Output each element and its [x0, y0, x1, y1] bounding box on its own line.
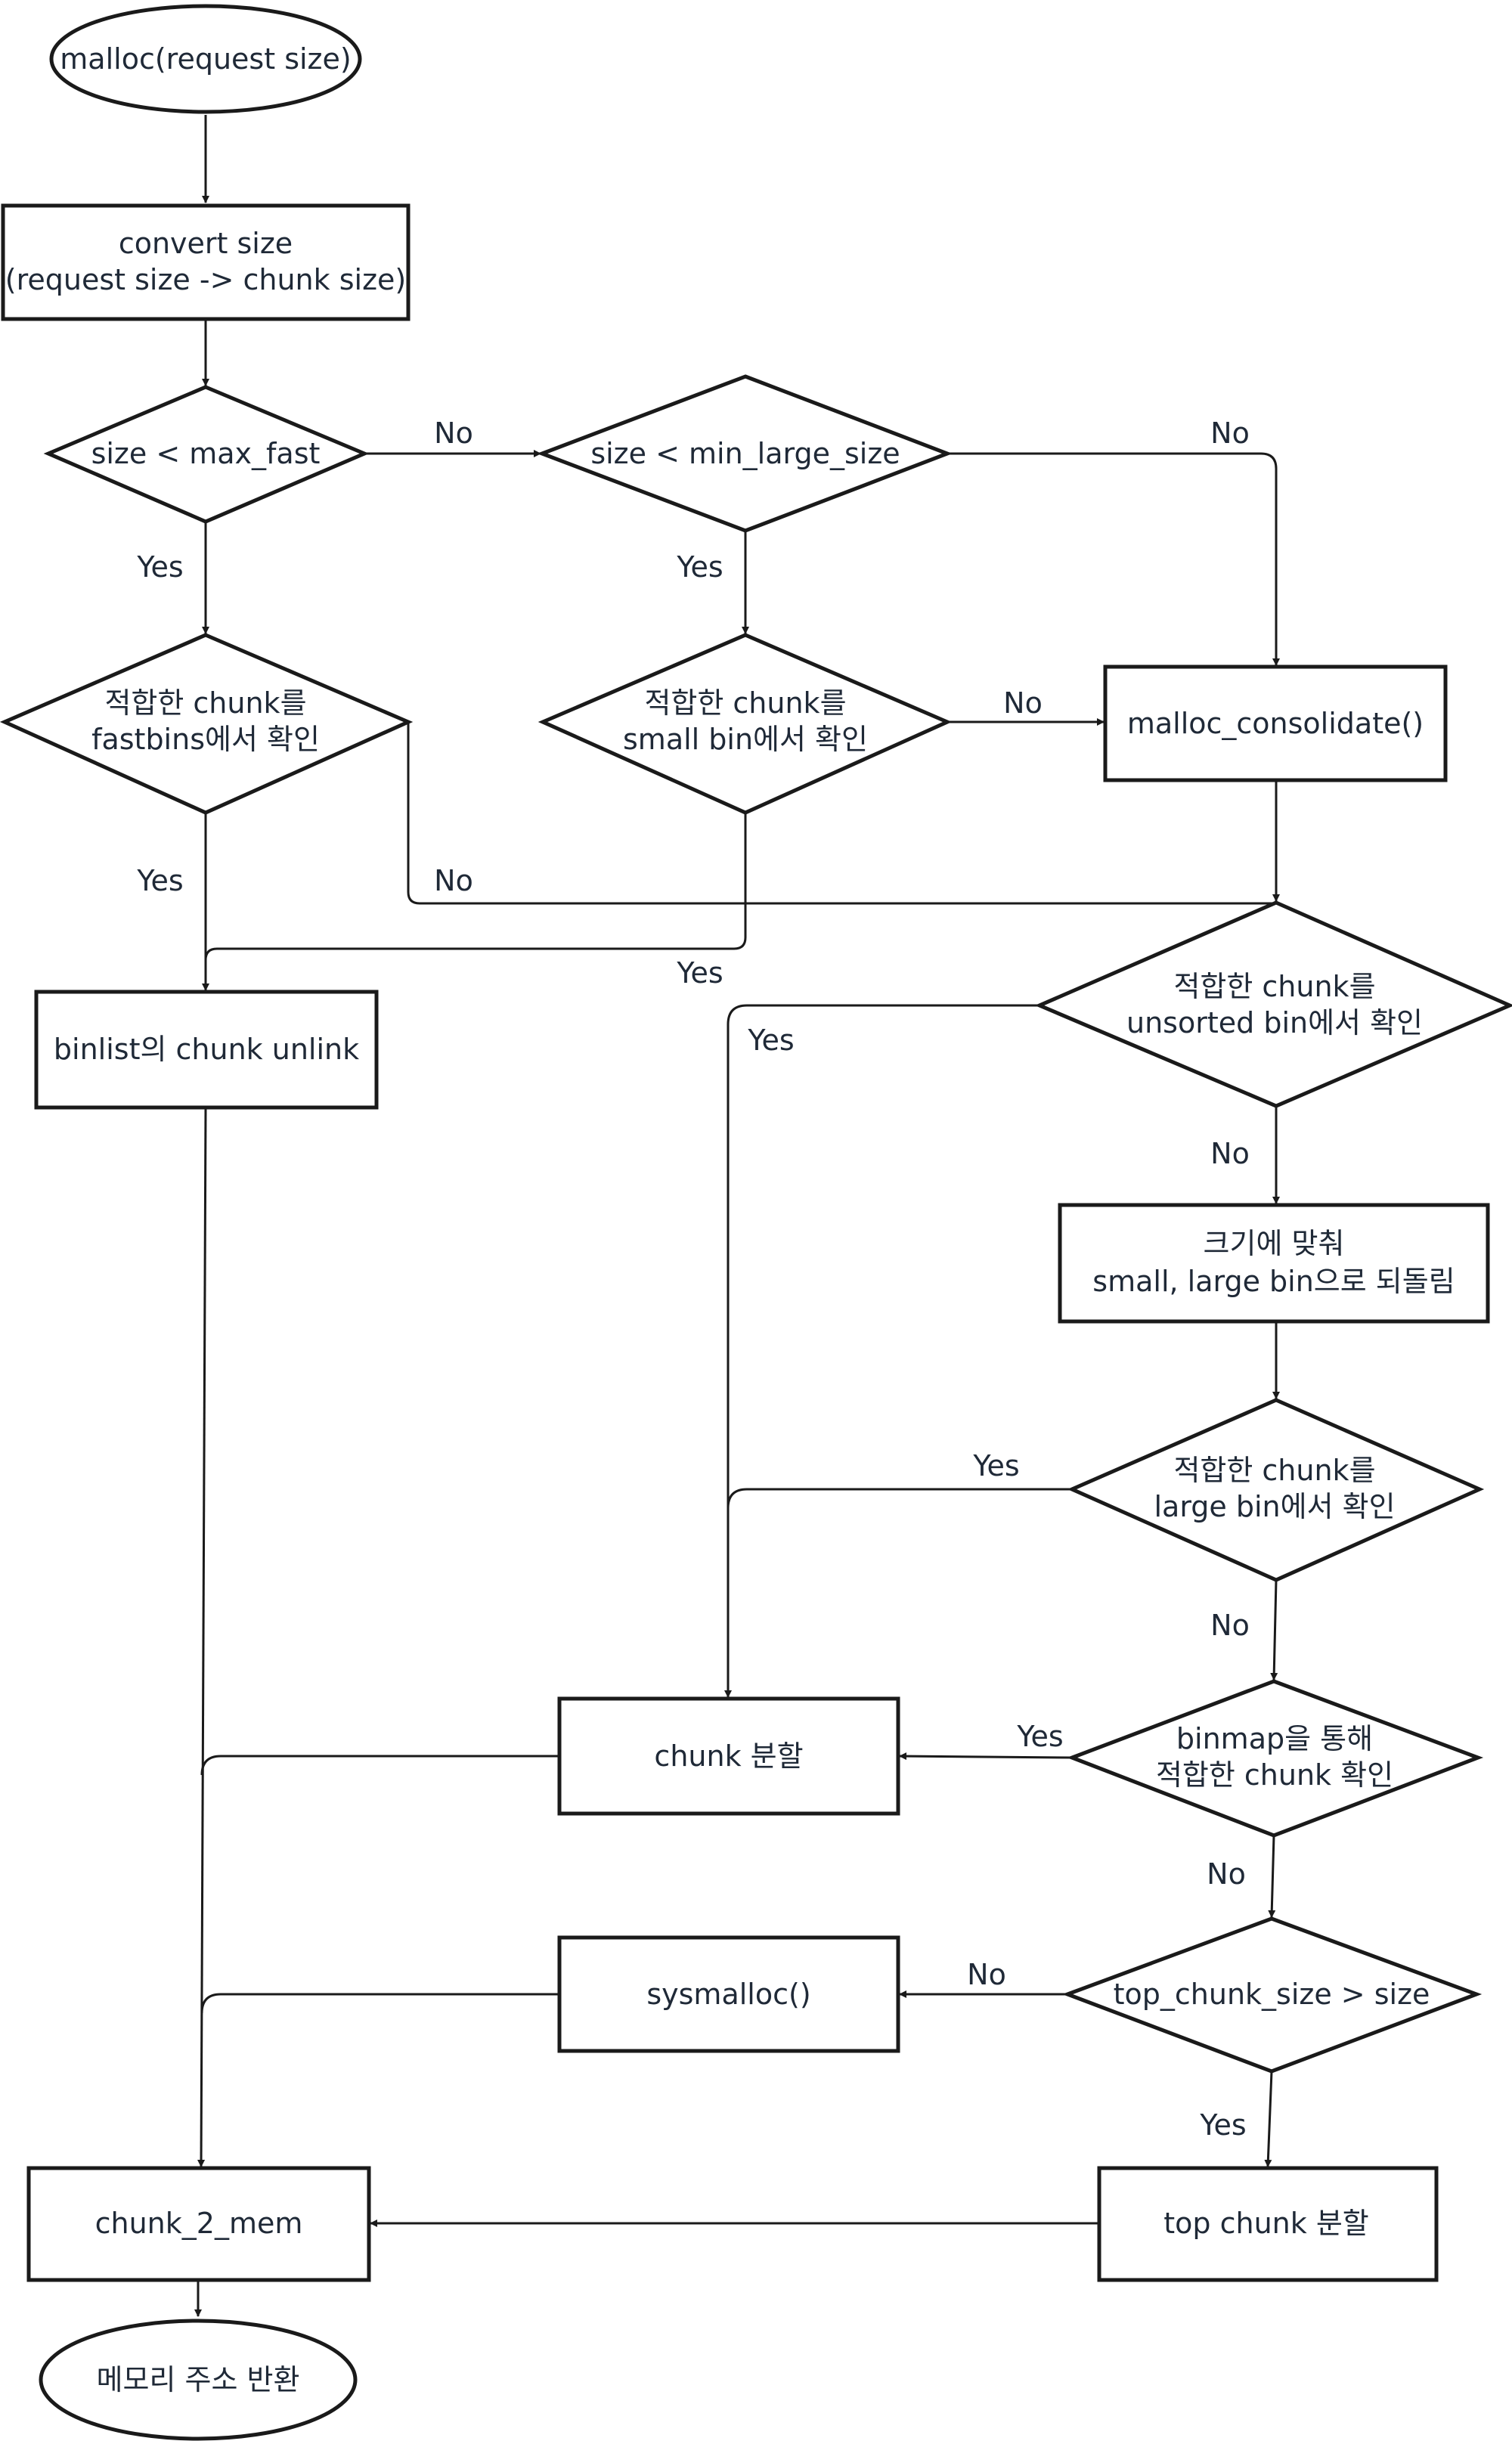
- node-binlist-unlink: binlist의 chunk unlink: [34, 990, 379, 1110]
- decision-max-fast: size < max_fast: [43, 385, 370, 524]
- edge-labels: No Yes No Yes Yes No No Yes Yes No Yes N…: [136, 417, 1250, 2142]
- edge-minlarge-no: [947, 452, 1280, 666]
- node-return-to-bins-line1: 크기에 맞춰: [1204, 1227, 1345, 1260]
- edge-label-small-yes: Yes: [676, 956, 723, 990]
- edge-label-fastbins-yes: Yes: [136, 864, 183, 897]
- decision-binmap-line2: 적합한 chunk 확인: [1156, 1758, 1393, 1792]
- edge-unsorted-yes: [724, 1004, 1040, 1698]
- node-start-label: malloc(request size): [60, 42, 351, 76]
- edge-fastbins-no: [407, 722, 1272, 905]
- edge-label-min-large-yes: Yes: [676, 550, 723, 584]
- decision-top-chunk-size: top_chunk_size > size: [1061, 1916, 1483, 2074]
- decision-top-chunk-size-label: top_chunk_size > size: [1114, 1978, 1430, 2011]
- node-end: 메모리 주소 반환: [39, 2319, 358, 2441]
- node-convert-size-line1: convert size: [119, 227, 293, 260]
- node-chunk-2-mem-label: chunk_2_mem: [95, 2207, 303, 2240]
- node-end-label: 메모리 주소 반환: [97, 2363, 300, 2396]
- edge-label-binmap-no: No: [1207, 1857, 1246, 1891]
- edge-small-yes: [204, 813, 747, 961]
- node-sysmalloc-label: sysmalloc(): [646, 1978, 810, 2011]
- edge-label-top-yes: Yes: [1199, 2108, 1246, 2142]
- edge-label-binmap-yes: Yes: [1016, 1720, 1063, 1753]
- edge-label-max-fast-no: No: [434, 417, 473, 450]
- edge-binmap-no: [1268, 1835, 1276, 1918]
- edge-unlink-chunk2mem: [197, 1107, 207, 2167]
- node-malloc-consolidate-label: malloc_consolidate(): [1127, 707, 1424, 740]
- decision-max-fast-label: size < max_fast: [91, 437, 321, 470]
- decision-large-bin-line1: 적합한 chunk를: [1173, 1454, 1375, 1487]
- decision-small-bin: 적합한 chunk를 small bin에서 확인: [538, 633, 953, 815]
- edge-label-fastbins-no: No: [434, 864, 473, 897]
- decision-fastbins: 적합한 chunk를 fastbins에서 확인: [0, 633, 414, 815]
- decision-min-large-size: size < min_large_size: [536, 374, 953, 533]
- connectors: [194, 115, 1280, 2317]
- decision-unsorted-bin-line1: 적합한 chunk를: [1173, 970, 1375, 1003]
- decision-small-bin-line1: 적합한 chunk를: [644, 686, 846, 720]
- decision-large-bin-line2: large bin에서 확인: [1154, 1490, 1395, 1523]
- edge-large-yes: [727, 1488, 1072, 1697]
- node-chunk-split: chunk 분할: [557, 1696, 900, 1816]
- decision-small-bin-line2: small bin에서 확인: [623, 723, 868, 756]
- decision-large-bin: 적합한 chunk를 large bin에서 확인: [1067, 1398, 1485, 1582]
- edge-label-top-no: No: [967, 1958, 1006, 1991]
- edge-label-max-fast-yes: Yes: [136, 550, 183, 584]
- decision-min-large-size-label: size < min_large_size: [590, 437, 900, 470]
- decision-unsorted-bin-line2: unsorted bin에서 확인: [1126, 1006, 1423, 1039]
- edge-label-large-no: No: [1210, 1609, 1250, 1642]
- node-return-to-bins-line2: small, large bin으로 되돌림: [1092, 1265, 1455, 1298]
- node-binlist-unlink-label: binlist의 chunk unlink: [54, 1033, 359, 1066]
- node-top-chunk-split-label: top chunk 분할: [1163, 2207, 1369, 2240]
- node-convert-size: convert size (request size -> chunk size…: [1, 203, 411, 321]
- decision-binmap-line1: binmap을 통해: [1176, 1722, 1373, 1755]
- edge-sysmalloc-merge: [200, 1993, 558, 2014]
- edge-split-merge: [200, 1755, 558, 1776]
- node-malloc-consolidate: malloc_consolidate(): [1103, 664, 1448, 782]
- decision-unsorted-bin: 적합한 chunk를 unsorted bin에서 확인: [1034, 900, 1512, 1108]
- edge-binmap-yes: [899, 1752, 1073, 1761]
- node-convert-size-line2: (request size -> chunk size): [5, 263, 406, 296]
- edge-label-unsorted-no: No: [1210, 1137, 1250, 1170]
- edge-label-small-no: No: [1003, 686, 1043, 720]
- node-return-to-bins: 크기에 맞춰 small, large bin으로 되돌림: [1058, 1203, 1490, 1324]
- edge-large-no: [1270, 1579, 1278, 1681]
- edge-label-large-yes: Yes: [972, 1449, 1019, 1482]
- node-start: malloc(request size): [49, 4, 362, 114]
- edge-top-yes: [1264, 2071, 1273, 2167]
- node-chunk-split-label: chunk 분할: [654, 1739, 803, 1773]
- node-chunk-2-mem: chunk_2_mem: [26, 2166, 371, 2282]
- decision-fastbins-line1: 적합한 chunk를: [104, 686, 306, 720]
- node-top-chunk-split: top chunk 분할: [1097, 2166, 1439, 2282]
- edge-label-unsorted-yes: Yes: [747, 1024, 794, 1057]
- edge-label-min-large-no: No: [1210, 417, 1250, 450]
- node-sysmalloc: sysmalloc(): [557, 1935, 900, 2053]
- decision-fastbins-line2: fastbins에서 확인: [91, 723, 320, 756]
- decision-binmap: binmap을 통해 적합한 chunk 확인: [1066, 1679, 1484, 1838]
